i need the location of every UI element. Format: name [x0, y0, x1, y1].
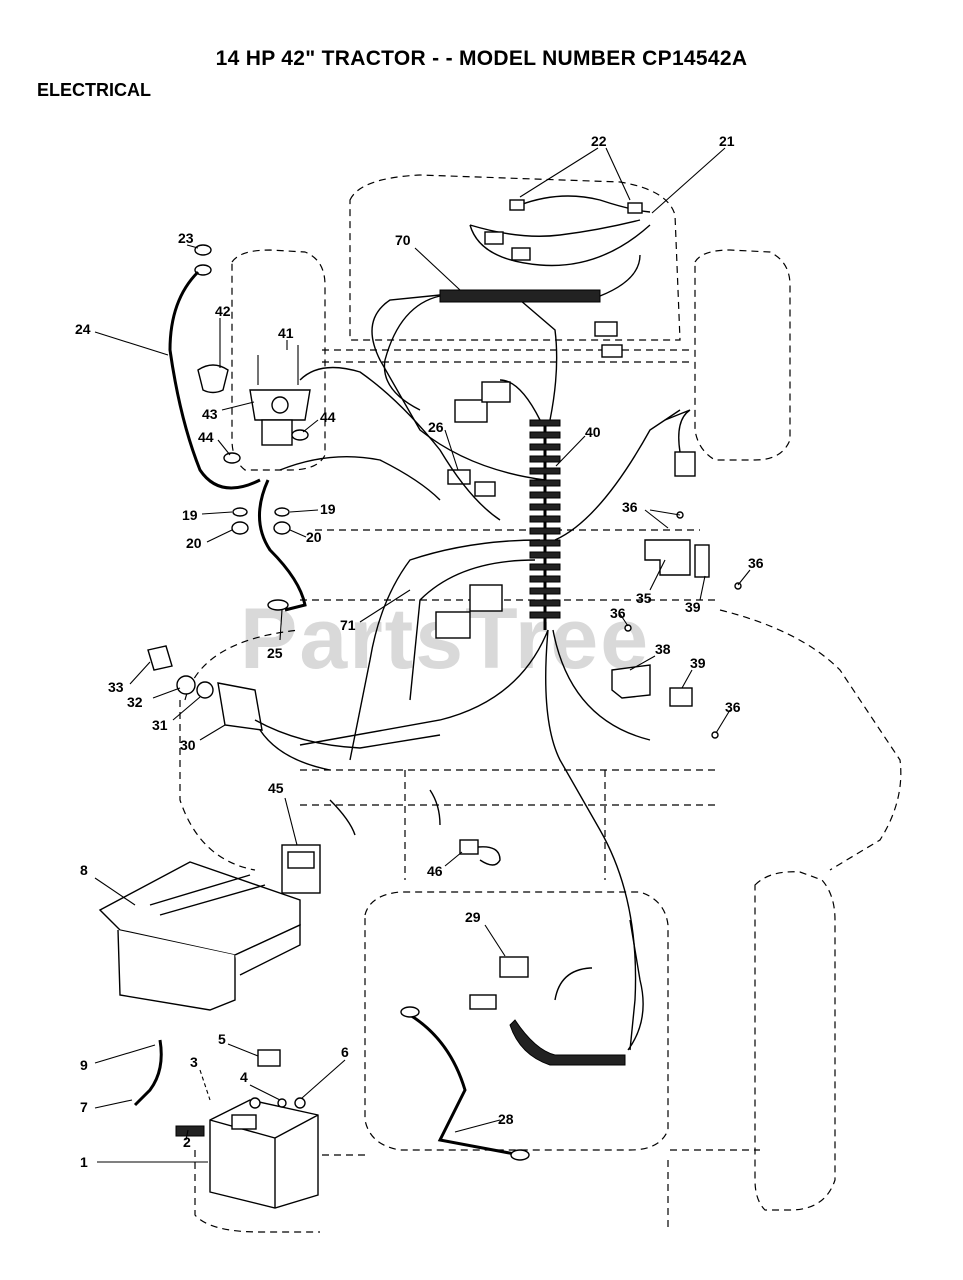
callout-5: 5: [218, 1031, 226, 1047]
callout-44-right: 44: [320, 409, 336, 425]
callout-30: 30: [180, 737, 196, 753]
headlight-harness: [484, 195, 651, 358]
callout-20-right: 20: [306, 529, 322, 545]
callout-22: 22: [591, 133, 607, 149]
callout-23: 23: [178, 230, 194, 246]
callout-3: 3: [190, 1054, 198, 1070]
callout-40: 40: [585, 424, 601, 440]
callout-36-d: 36: [725, 699, 741, 715]
section-label: ELECTRICAL: [37, 80, 151, 100]
callout-7: 7: [80, 1099, 88, 1115]
callout-44-left: 44: [198, 429, 214, 445]
switch-brackets: [611, 511, 742, 739]
callout-19-right: 19: [320, 501, 336, 517]
callout-20-left: 20: [186, 535, 202, 551]
callout-70: 70: [395, 232, 411, 248]
callout-24: 24: [75, 321, 91, 337]
callout-39-b: 39: [690, 655, 706, 671]
callout-42: 42: [215, 303, 231, 319]
callout-labels: 22 21 70 23 42 41 24 43 44 44 40 26 19 1…: [75, 133, 764, 1170]
callout-33: 33: [108, 679, 124, 695]
callout-36-a: 36: [622, 499, 638, 515]
callout-4: 4: [240, 1069, 248, 1085]
callout-9: 9: [80, 1057, 88, 1073]
leader-lines: [94, 147, 751, 1163]
connectors: [435, 381, 696, 639]
callout-38: 38: [655, 641, 671, 657]
callout-28: 28: [498, 1111, 514, 1127]
callout-21: 21: [719, 133, 735, 149]
misc-parts: [281, 789, 501, 894]
callout-41: 41: [278, 325, 294, 341]
callout-1: 1: [80, 1154, 88, 1170]
callout-26: 26: [428, 419, 444, 435]
callout-36-b: 36: [748, 555, 764, 571]
callout-36-c: 36: [610, 605, 626, 621]
callout-6: 6: [341, 1044, 349, 1060]
callout-29: 29: [465, 909, 481, 925]
callout-19-left: 19: [182, 507, 198, 523]
callout-46: 46: [427, 863, 443, 879]
callout-35: 35: [636, 590, 652, 606]
callout-8: 8: [80, 862, 88, 878]
callout-32: 32: [127, 694, 143, 710]
ignition-switch: [147, 645, 441, 771]
battery-box: [98, 861, 301, 1011]
callout-71: 71: [340, 617, 356, 633]
callout-45: 45: [268, 780, 284, 796]
tractor-outline: [179, 174, 902, 1233]
callout-31: 31: [152, 717, 168, 733]
callout-39-a: 39: [685, 599, 701, 615]
page-title: 14 HP 42" TRACTOR - - MODEL NUMBER CP145…: [215, 47, 748, 70]
callout-43: 43: [202, 406, 218, 422]
callout-2: 2: [183, 1134, 191, 1150]
watermark: PartsTree: [240, 591, 650, 687]
lower-harness: [400, 919, 644, 1161]
callout-25: 25: [267, 645, 283, 661]
solenoid-assembly: [168, 244, 501, 612]
battery: [133, 1039, 319, 1209]
